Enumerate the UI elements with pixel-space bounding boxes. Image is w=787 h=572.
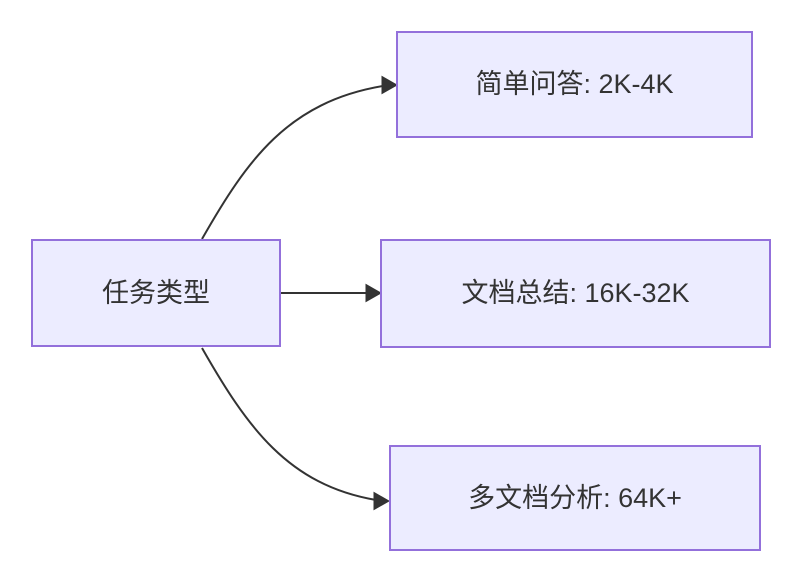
edge-root-to-top xyxy=(201,85,384,240)
node-task-type: 任务类型 xyxy=(31,239,281,347)
arrowhead-bottom-icon xyxy=(373,491,391,511)
arrowhead-top-icon xyxy=(381,75,399,95)
node-multi-doc-analysis-label: 多文档分析: 64K+ xyxy=(468,482,682,513)
arrowhead-middle-icon xyxy=(365,283,383,303)
node-doc-summary-label: 文档总结: 16K-32K xyxy=(461,278,690,308)
node-multi-doc-analysis: 多文档分析: 64K+ xyxy=(389,445,761,551)
edge-root-to-bottom xyxy=(201,347,377,501)
node-doc-summary: 文档总结: 16K-32K xyxy=(380,239,771,348)
node-task-type-label: 任务类型 xyxy=(102,277,210,308)
node-simple-qa-label: 简单问答: 2K-4K xyxy=(475,69,674,99)
node-simple-qa: 简单问答: 2K-4K xyxy=(396,31,753,138)
